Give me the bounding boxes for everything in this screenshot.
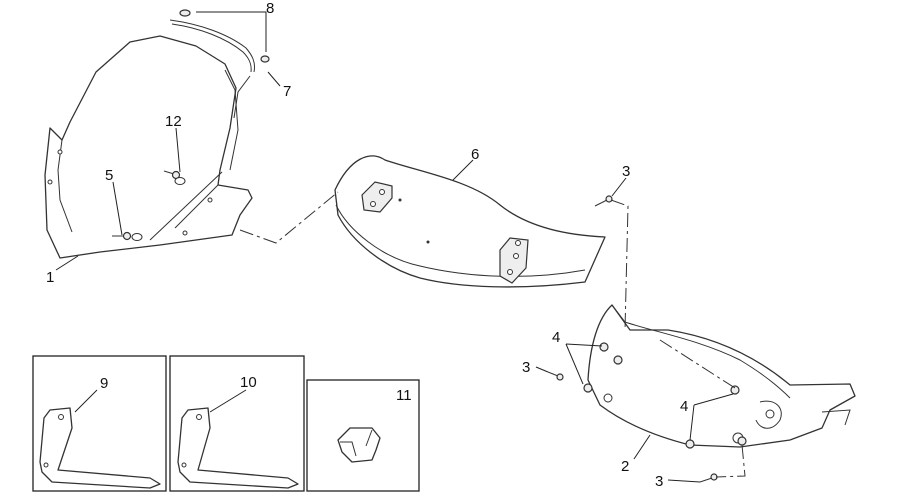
callout-9: 9 [100, 375, 108, 392]
screw-part-3-bottom [699, 473, 718, 483]
callout-12: 12 [165, 113, 182, 130]
callout-4-right: 4 [680, 398, 688, 415]
callout-3-left: 3 [522, 359, 530, 376]
callout-6: 6 [471, 146, 479, 163]
part-edge-trim [169, 19, 255, 119]
inset-box-part-10 [169, 355, 305, 492]
callout-7: 7 [283, 83, 291, 100]
callout-3-top: 3 [622, 163, 630, 180]
callout-4-left: 4 [552, 329, 560, 346]
callout-5: 5 [105, 167, 113, 184]
screw-part-5 [112, 231, 143, 241]
part-mounting-plate [334, 155, 606, 288]
callout-2: 2 [621, 458, 629, 475]
screw-part-12 [163, 170, 186, 185]
callouts: 1 2 3 3 3 4 4 5 6 7 8 9 10 11 12 [46, 0, 688, 490]
callout-8: 8 [266, 0, 274, 17]
callout-11: 11 [396, 387, 412, 404]
part-front-fairing [587, 304, 856, 448]
callout-3-bottom: 3 [655, 473, 663, 490]
inset-box-part-11 [306, 379, 420, 492]
assembly-lines [239, 191, 746, 478]
part-windshield [44, 35, 253, 259]
callout-1: 1 [46, 269, 54, 286]
inset-box-part-9 [32, 355, 167, 492]
callout-10: 10 [240, 374, 257, 391]
screw-part-3-left [547, 371, 564, 381]
screw-part-3-top [594, 195, 613, 207]
part-plug-small [179, 9, 270, 63]
leader-lines [55, 11, 734, 483]
